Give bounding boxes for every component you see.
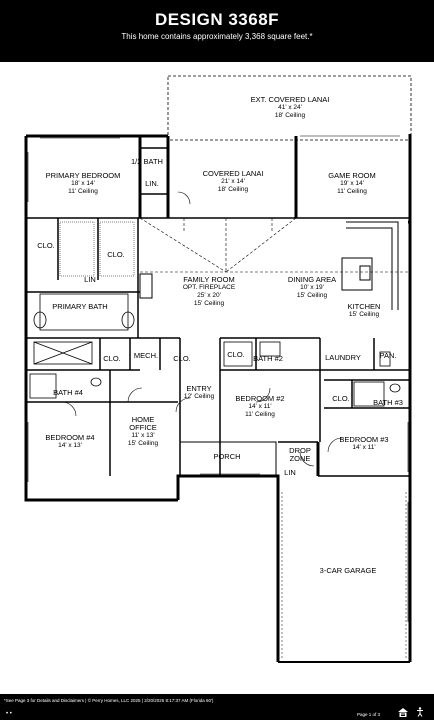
room-label-entry: ENTRY 12' Ceiling [183,384,215,401]
room-label-bath4: BATH #4 [53,388,83,397]
room-label-game-room: GAME ROOM 19' x 14' 11' Ceiling [328,171,376,196]
footer-disclaimer: *See Page 3 for Details and Disclaimers … [4,698,214,703]
room-label-clo-entry: CLO. [173,354,191,363]
kitchen-island [341,257,373,291]
room-label-mech: MECH. [133,351,159,360]
design-title: DESIGN 3368F [154,10,280,29]
fireplace [139,273,153,299]
room-label-primary-bedroom: PRIMARY BEDROOM 18' x 14' 11' Ceiling [45,171,121,196]
room-label-bedroom2: BEDROOM #2 14' x 11' 11' Ceiling [235,394,285,419]
room-label-clo-primary-left: CLO. [37,241,55,250]
kitchen-counter [346,221,399,310]
footer-bar: *See Page 3 for Details and Disclaimers … [0,694,434,720]
accessibility-icon [417,707,423,717]
room-label-primary-bath: PRIMARY BATH [52,302,108,311]
room-label-clo-bed3: CLO. [332,394,350,403]
door-swings [61,191,343,467]
room-label-laundry: LAUNDRY [325,353,361,362]
room-label-home-office: HOME OFFICE 11' x 13' 15' Ceiling [127,415,159,448]
room-label-bedroom3: BEDROOM #3 14' x 11' [339,435,389,452]
room-label-family-room: FAMILY ROOM OPT. FIREPLACE 25' x 20' 15'… [182,275,236,308]
room-label-covered-lanai: COVERED LANAI 21' x 14' 18' Ceiling [202,169,264,194]
room-label-ext-lanai: EXT. COVERED LANAI 41' x 24' 18' Ceiling [250,95,330,120]
room-label-bedroom4: BEDROOM #4 14' x 13' [45,433,95,450]
room-label-porch: PORCH [213,452,241,461]
closet-shelves [59,221,135,277]
floor-plan-drawing [24,75,412,663]
room-label-bath2: BATH #2 [253,354,283,363]
room-label-lin-drop: LIN [284,468,296,477]
room-label-clo-primary-right: CLO. [107,250,125,259]
windows [27,135,409,622]
room-label-lin-primary: LIN [84,275,96,284]
bath-fixtures [29,341,401,407]
square-footage-note: This home contains approximately 3,368 s… [121,32,313,41]
room-label-clo-bed2: CLO. [227,350,245,359]
room-label-bath3: BATH #3 [373,398,403,407]
room-label-half-bath: 1/2 BATH [131,157,163,166]
room-label-garage: 3-CAR GARAGE [319,566,377,575]
room-label-kitchen: KITCHEN 15' Ceiling [347,302,381,319]
ceiling-beams [139,217,410,273]
page-indicator: Page 1 of 3 [357,712,381,717]
porch-outline [179,441,277,477]
room-label-dining-area: DINING AREA 10' x 19' 15' Ceiling [287,275,337,300]
header-bar: DESIGN 3368F This home contains approxim… [0,0,434,62]
interior-walls [26,136,411,477]
room-label-pan: PAN. [379,351,397,360]
equal-housing-icon [398,708,408,717]
room-label-lin-top: LIN. [145,179,159,188]
primary-bath-fixtures [33,293,135,365]
room-label-drop-zone: DROP ZONE [289,446,311,463]
ext-lanai-outline [167,75,412,141]
floor-plan-sheet: EXT. COVERED LANAI 41' x 24' 18' Ceiling… [0,62,434,694]
footer-dots: • • [6,711,12,717]
room-label-clo-hall: CLO. [103,354,121,363]
garage-door-lines [281,492,407,658]
